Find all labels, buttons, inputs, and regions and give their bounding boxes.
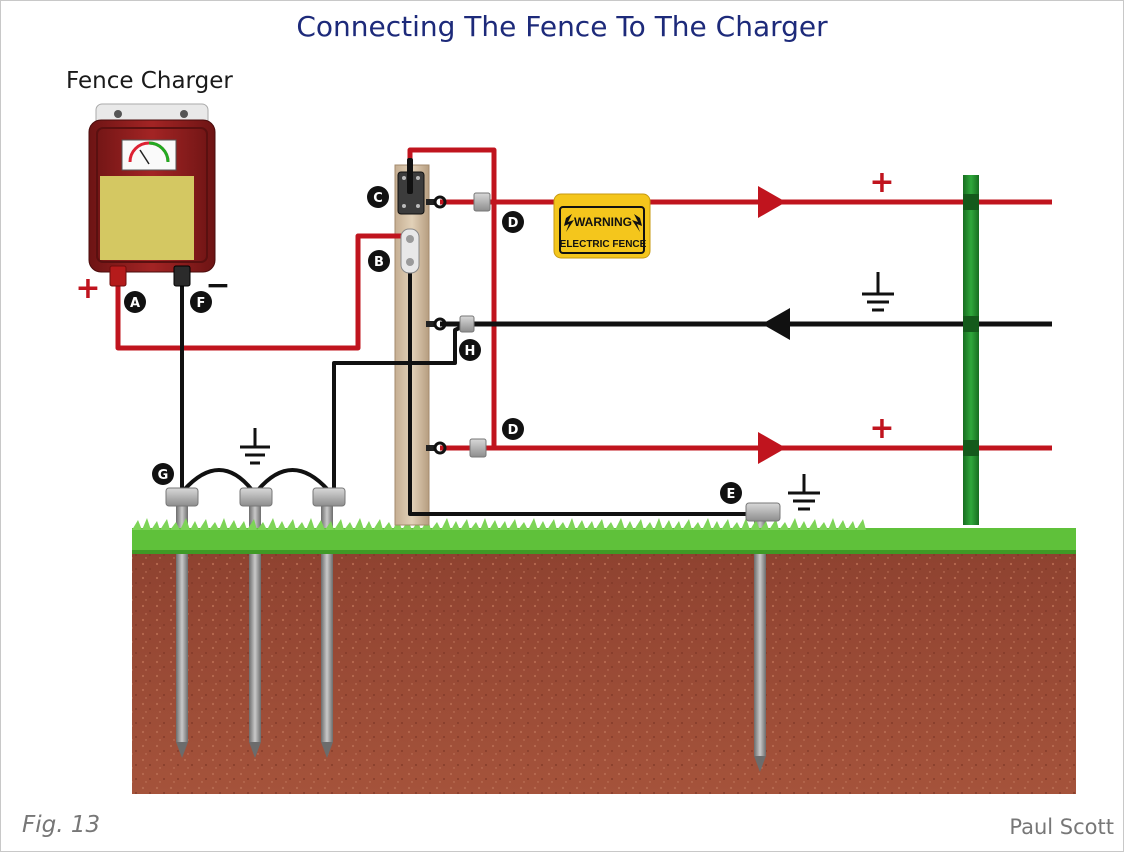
marker-b: B <box>368 250 390 272</box>
green-post-insulator-bottom <box>963 440 979 456</box>
warning-sign: WARNING ELECTRIC FENCE <box>553 193 651 259</box>
ring-insulator-bottom <box>426 441 447 455</box>
marker-d-top: D <box>502 211 524 233</box>
figure-label: Fig. 13 <box>22 812 101 838</box>
warning-sign-line2: ELECTRIC FENCE <box>560 239 647 250</box>
diagram-title: Connecting The Fence To The Charger <box>296 10 828 43</box>
svg-text:F: F <box>197 296 206 311</box>
svg-text:E: E <box>727 487 736 502</box>
svg-text:A: A <box>130 296 140 311</box>
marker-d-bottom: D <box>502 418 524 440</box>
post-ground-wire <box>408 268 750 516</box>
warning-sign-line1: WARNING <box>574 215 632 229</box>
wire-clamp-bottom <box>469 438 487 458</box>
top-wire-plus-symbol: + <box>869 165 894 200</box>
ground-clamp-2 <box>239 487 273 507</box>
marker-f: F <box>190 291 212 313</box>
author-credit: Paul Scott <box>1009 815 1114 839</box>
marker-h: H <box>459 339 481 361</box>
marker-e: E <box>720 482 742 504</box>
ground-return-wire <box>332 322 469 490</box>
charger-plus-symbol: + <box>75 271 100 306</box>
grass-strip <box>132 518 1076 554</box>
ground-rod-4 <box>754 512 766 772</box>
bottom-wire-arrow <box>758 432 786 464</box>
ground-symbol-fence <box>862 272 894 312</box>
svg-text:G: G <box>158 468 169 483</box>
ground-rod-bond-1 <box>182 468 254 492</box>
ground-symbol-rods <box>240 428 270 465</box>
green-post-insulator-middle <box>963 316 979 332</box>
green-fence-post <box>963 175 979 525</box>
ground-clamp-3 <box>312 487 346 507</box>
green-post-insulator-top <box>963 194 979 210</box>
svg-text:C: C <box>373 191 383 206</box>
svg-text:D: D <box>508 423 519 438</box>
ground-clamp-4 <box>745 502 781 522</box>
charger-label: Fence Charger <box>66 68 233 94</box>
svg-text:D: D <box>508 216 519 231</box>
lead-out-bracket <box>400 228 420 274</box>
svg-text:B: B <box>374 255 384 270</box>
bottom-wire-plus-symbol: + <box>869 411 894 446</box>
middle-wire-arrow <box>762 308 790 340</box>
wire-clamp-top <box>473 192 491 212</box>
top-wire-arrow <box>758 186 786 218</box>
svg-text:H: H <box>465 344 476 359</box>
fence-charger <box>88 103 216 287</box>
ground-symbol-rod-e <box>788 474 820 511</box>
live-lead-wire <box>115 233 412 351</box>
ground-rod-bond-2 <box>256 468 330 492</box>
ground-rod-2 <box>249 500 261 758</box>
ring-insulator-top <box>426 195 447 209</box>
marker-g: G <box>152 463 174 485</box>
marker-a: A <box>124 291 146 313</box>
cutout-switch <box>397 158 425 215</box>
marker-c: C <box>367 186 389 208</box>
ground-clamp-1 <box>165 487 199 507</box>
ground-rod-3 <box>321 500 333 758</box>
wire-clamp-middle <box>459 315 475 333</box>
ground-soil <box>132 548 1076 794</box>
ring-insulator-middle <box>426 317 447 331</box>
ground-rod-1 <box>176 500 188 758</box>
